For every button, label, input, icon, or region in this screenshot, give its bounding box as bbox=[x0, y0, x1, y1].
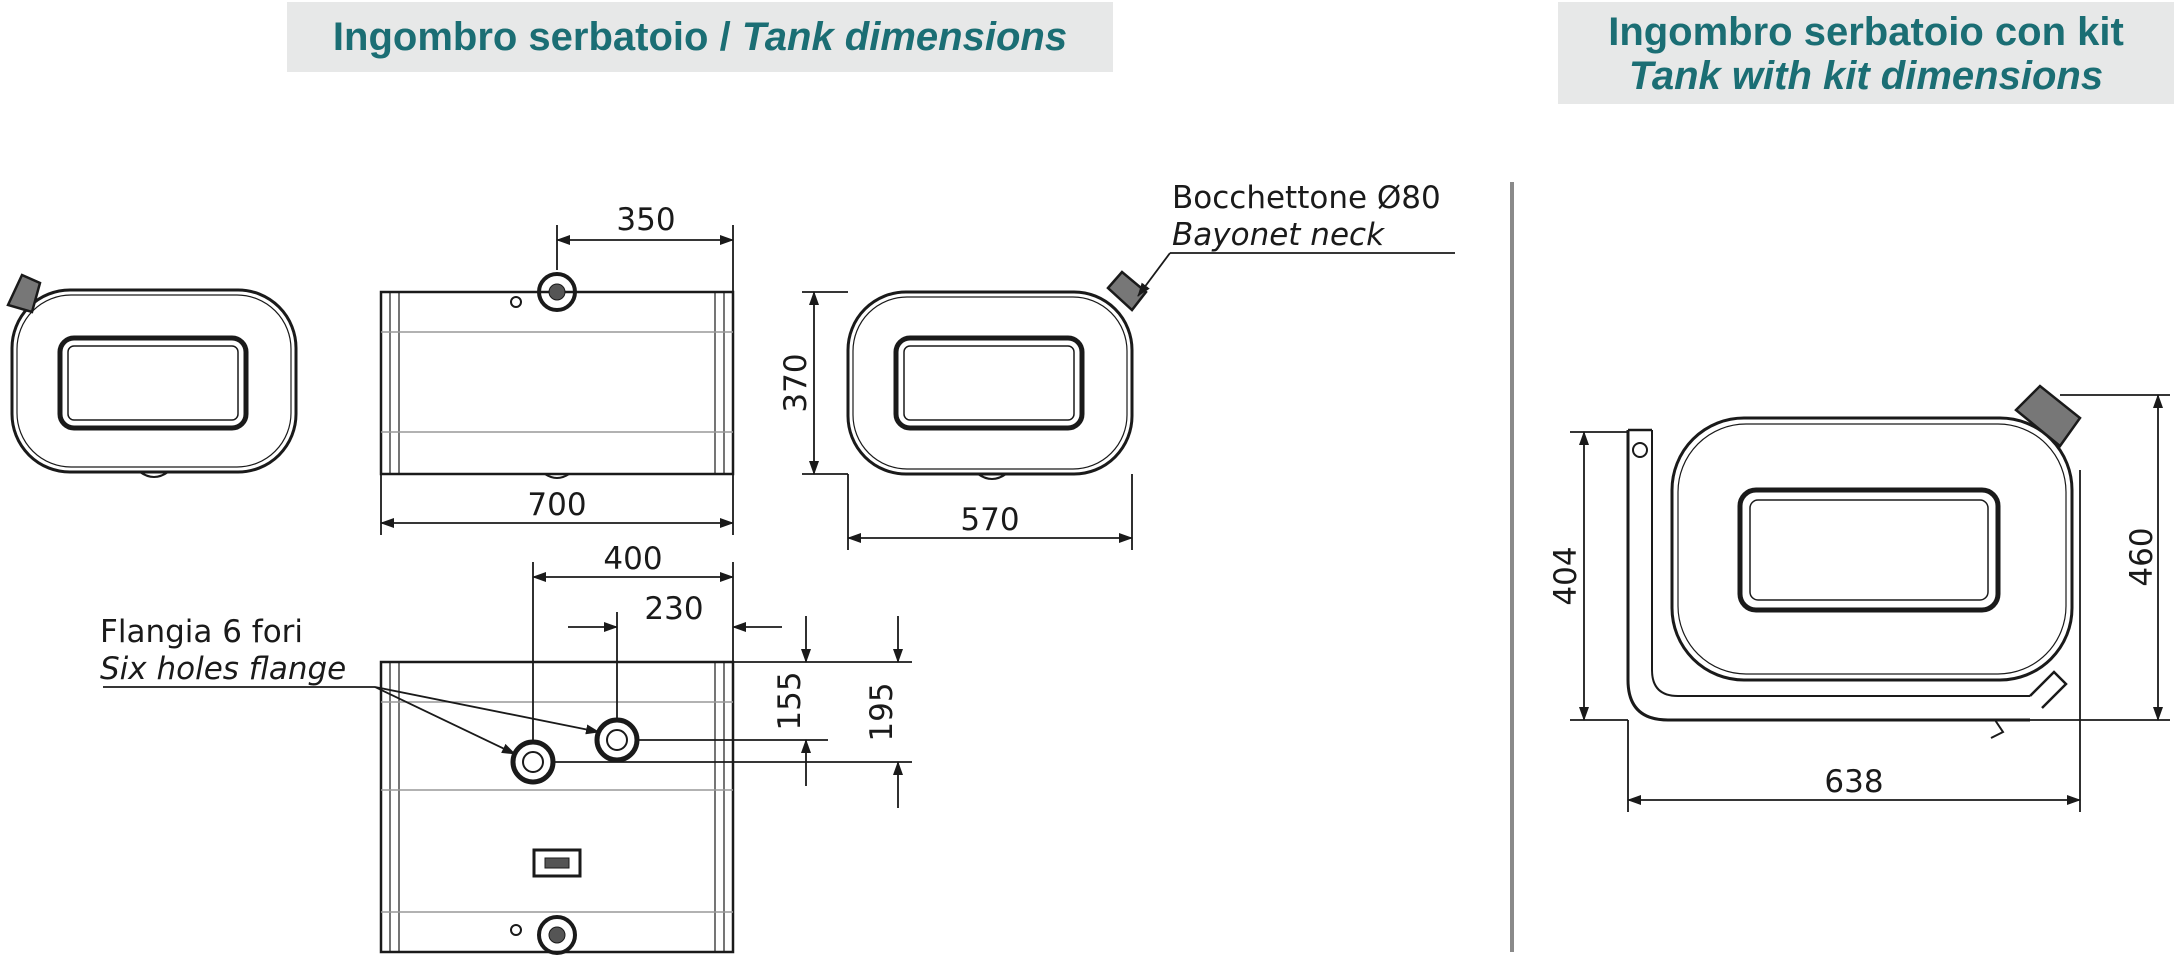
dim-kit-404 bbox=[1570, 431, 1628, 721]
callout-flange-it: Flangia 6 fori bbox=[100, 614, 303, 650]
dim-label-700: 700 bbox=[527, 487, 586, 523]
dim-side-350 bbox=[556, 225, 734, 292]
callout-neck-en: Bayonet neck bbox=[1172, 217, 1385, 253]
title-left-italic: Tank dimensions bbox=[741, 15, 1068, 59]
dim-kit-460 bbox=[2030, 394, 2170, 721]
tank-plan-view bbox=[379, 660, 735, 955]
dim-label-638: 638 bbox=[1824, 764, 1883, 800]
dim-label-570: 570 bbox=[960, 502, 1019, 538]
tank-end-view-right bbox=[846, 270, 1148, 480]
dim-label-400: 400 bbox=[603, 541, 662, 577]
dim-label-155: 155 bbox=[772, 671, 808, 730]
dim-front-370 bbox=[802, 291, 848, 475]
title-left-main: Ingombro serbatoio / bbox=[332, 15, 742, 59]
dim-plan-155 bbox=[637, 616, 828, 786]
dim-label-404: 404 bbox=[1548, 546, 1584, 605]
tank-side-view bbox=[379, 272, 735, 479]
title-tank-with-kit: Ingombro serbatoio con kit Tank with kit… bbox=[1558, 2, 2174, 104]
callout-neck-leader bbox=[1137, 252, 1455, 297]
dim-front-570 bbox=[847, 474, 1133, 550]
dim-side-700 bbox=[380, 474, 734, 535]
dim-label-195: 195 bbox=[864, 682, 900, 741]
title-right-italic: Tank with kit dimensions bbox=[1628, 54, 2104, 98]
callout-flange-en: Six holes flange bbox=[100, 651, 346, 687]
title-tank-dimensions: Ingombro serbatoio / Tank dimensions bbox=[287, 2, 1113, 72]
tank-with-kit-view bbox=[1626, 384, 2082, 739]
callout-neck-it: Bocchettone Ø80 bbox=[1172, 180, 1441, 216]
title-right-main: Ingombro serbatoio con kit bbox=[1608, 10, 2124, 54]
dim-label-350: 350 bbox=[616, 202, 675, 238]
callout-flange-leader bbox=[103, 686, 600, 755]
dim-plan-195 bbox=[553, 616, 912, 808]
dim-plan-230 bbox=[568, 612, 782, 720]
dim-label-230: 230 bbox=[644, 591, 703, 627]
dim-label-460: 460 bbox=[2124, 527, 2160, 586]
dim-plan-400 bbox=[532, 562, 734, 742]
dim-label-370: 370 bbox=[778, 353, 814, 412]
dim-kit-638 bbox=[1627, 470, 2081, 812]
tank-end-view-left bbox=[6, 273, 298, 478]
